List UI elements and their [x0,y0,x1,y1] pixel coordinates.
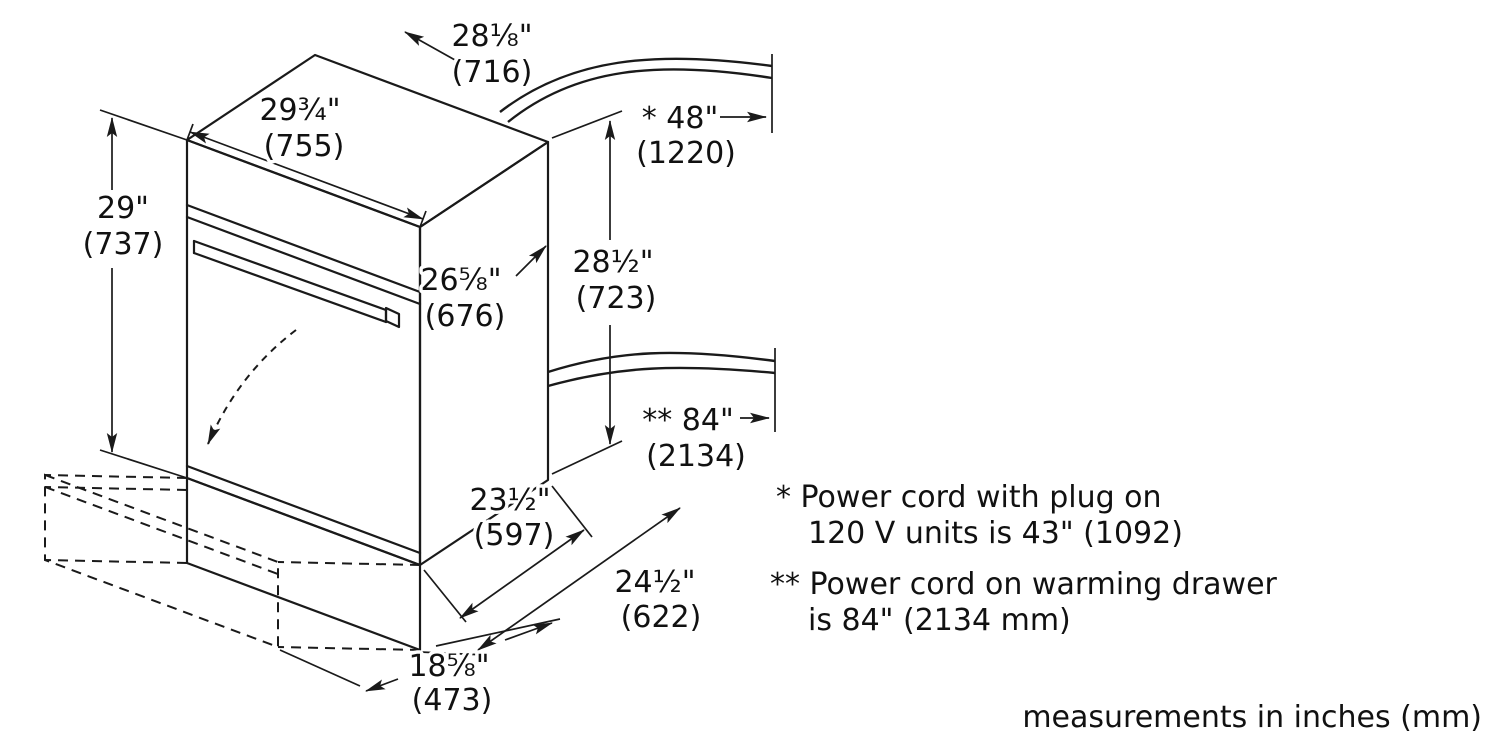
dim-drawer-extension-inches: 18⅝" [408,649,489,684]
drawer-panel-inner-edge [44,486,279,575]
dim-body-height: 28½" (723) [551,110,660,475]
dim-overall-height-mm: (737) [83,227,164,262]
dim-line [477,507,681,651]
dim-line [504,622,553,641]
ext-line [551,485,593,538]
dim-line [365,678,399,692]
drawer-slide-bottom-left [44,559,188,564]
dim-cord-top: * 48" (1220) [633,98,767,175]
dim-line [189,131,424,220]
side-face [418,140,550,567]
ext-line [279,649,361,687]
ext-line [551,440,623,475]
dim-top-depth-inches: 28⅛" [451,19,532,54]
dim-drawer-extension-mm: (473) [412,683,493,718]
cord-top-line-a [499,57,773,113]
dim-body-depth: 23½" (597) [423,480,593,623]
dim-overall-depth: 24½" (622) [419,507,705,656]
ext-line [419,651,487,656]
dim-overall-height-inches: 29" [97,191,149,226]
power-cord-bottom [547,348,776,432]
control-panel-line-upper [185,203,422,294]
dim-door-width-inches: 26⅝" [420,263,501,298]
dim-body-depth-inches: 23½" [469,483,550,518]
leader-line [515,245,547,277]
leader-line [404,31,456,61]
drawer-open-direction-arrow [207,329,297,445]
drawer-panel-inner-connector [44,486,188,491]
handle-bar-bottom [192,251,388,324]
dim-body-height-mm: (723) [576,281,657,316]
dim-cord-top-inches: * 48" [642,101,719,136]
ext-line [551,110,623,139]
dim-body-depth-mm: (597) [474,518,555,553]
cord-note-1-line-1: * Power cord with plug on [776,480,1162,515]
dim-cord-bottom-mm: (2134) [646,439,746,474]
dim-door-width: 26⅝" (676) [417,245,547,338]
dim-overall-height: 29" (737) [79,109,188,479]
ext-line [435,618,561,647]
handle-mount [384,306,401,329]
door-handle [192,239,401,329]
ext-line [423,569,467,623]
front-face [185,138,422,567]
drawer-slide-bottom-right [277,646,421,651]
cord-note-1-line-2: 120 V units is 43" (1092) [808,516,1183,551]
dim-overall-depth-inches: 24½" [614,565,695,600]
power-cord-top [499,54,773,133]
cord-top-line-b [507,68,773,123]
cord-note-2-line-2: is 84" (2134 mm) [808,603,1071,638]
control-panel-line-lower [185,215,422,306]
ext-line [99,449,188,479]
handle-bar-top [192,239,388,312]
dim-top-width: 29¾" (755) [186,90,427,228]
cord-bottom-line-a [547,351,776,374]
ext-line [99,109,188,141]
drawer-slide-top-right [277,561,421,566]
dim-top-depth-mm: (716) [452,55,533,90]
dim-cord-bottom: ** 84" (2134) [639,400,770,478]
dim-body-height-inches: 28½" [572,245,653,280]
dim-top-depth: 28⅛" (716) [404,16,536,94]
dim-door-width-mm: (676) [425,299,506,334]
dim-cord-bottom-inches: ** 84" [642,403,734,438]
dim-overall-depth-mm: (622) [621,600,702,635]
units-note: measurements in inches (mm) [1022,700,1482,735]
dim-top-width-inches: 29¾" [259,93,340,128]
cord-notes: * Power cord with plug on 120 V units is… [770,480,1278,638]
dim-top-width-mm: (755) [264,129,345,164]
drawer-slide-top-left [44,474,188,479]
door-bottom-edge [185,464,422,555]
dim-cord-top-mm: (1220) [636,136,736,171]
dim-drawer-extension: 18⅝" (473) [279,618,561,722]
warming-drawer-open-dashed [44,473,421,651]
cord-note-2-line-1: ** Power cord on warming drawer [770,567,1278,602]
cord-bottom-line-b [547,366,776,388]
